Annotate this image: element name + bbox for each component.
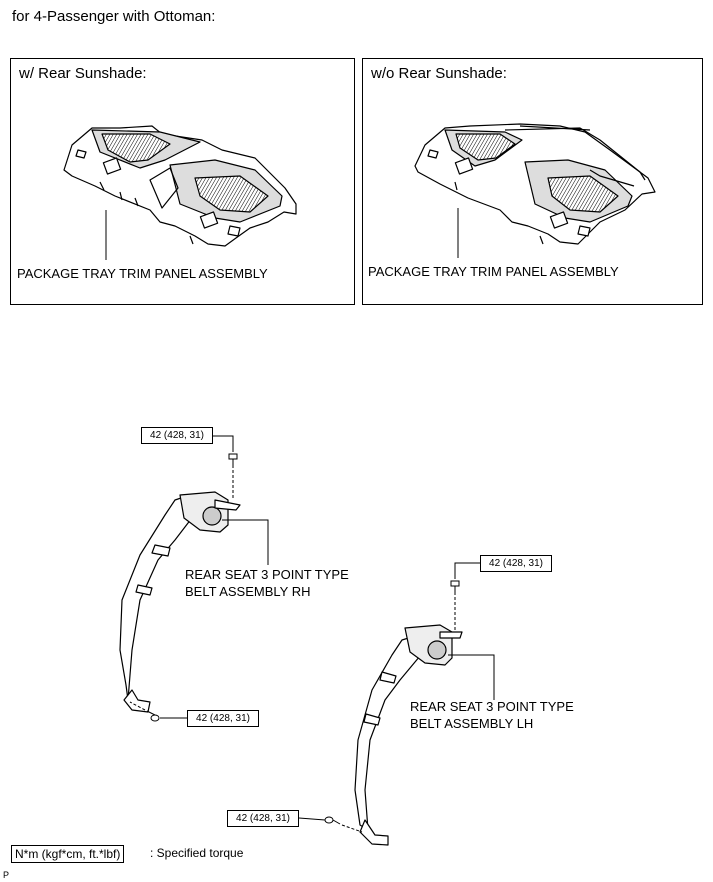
torque-spec-lh-upper: 42 (428, 31) xyxy=(480,555,552,572)
belt-label-rh: REAR SEAT 3 POINT TYPE BELT ASSEMBLY RH xyxy=(185,566,349,600)
bolt-rh-lower xyxy=(146,710,160,722)
seat-belt-lh-illustration xyxy=(354,624,463,846)
bolt-lh-upper xyxy=(450,580,460,595)
callout-leader-lh xyxy=(448,654,495,700)
footer-mark: P xyxy=(3,870,10,880)
torque-spec-rh-upper: 42 (428, 31) xyxy=(141,427,213,444)
callout-label-with-sunshade: PACKAGE TRAY TRIM PANEL ASSEMBLY xyxy=(17,266,268,281)
seat-belt-rh-illustration xyxy=(119,491,241,713)
torque-spec-rh-lower: 42 (428, 31) xyxy=(187,710,259,727)
bolt-rh-upper xyxy=(228,453,238,468)
belt-label-lh-line1: REAR SEAT 3 POINT TYPE xyxy=(410,699,574,714)
callout-leader-rh xyxy=(222,519,269,565)
belt-label-rh-line1: REAR SEAT 3 POINT TYPE xyxy=(185,567,349,582)
panel-title-with-sunshade: w/ Rear Sunshade: xyxy=(19,65,147,82)
callout-label-without-sunshade: PACKAGE TRAY TRIM PANEL ASSEMBLY xyxy=(368,264,619,279)
legend-description: : Specified torque xyxy=(150,846,244,860)
belt-label-lh: REAR SEAT 3 POINT TYPE BELT ASSEMBLY LH xyxy=(410,698,574,732)
package-tray-illustration-with-sunshade xyxy=(63,125,297,247)
bolt-lh-lower xyxy=(324,816,341,825)
torque-spec-lh-lower: 42 (428, 31) xyxy=(227,810,299,827)
belt-label-rh-line2: BELT ASSEMBLY RH xyxy=(185,584,311,599)
diagram-heading: for 4-Passenger with Ottoman: xyxy=(12,8,216,25)
legend-unit-box: N*m (kgf*cm, ft.*lbf) xyxy=(11,845,125,863)
panel-title-without-sunshade: w/o Rear Sunshade: xyxy=(371,65,507,82)
belt-label-lh-line2: BELT ASSEMBLY LH xyxy=(410,716,534,731)
package-tray-illustration-without-sunshade xyxy=(414,123,656,245)
